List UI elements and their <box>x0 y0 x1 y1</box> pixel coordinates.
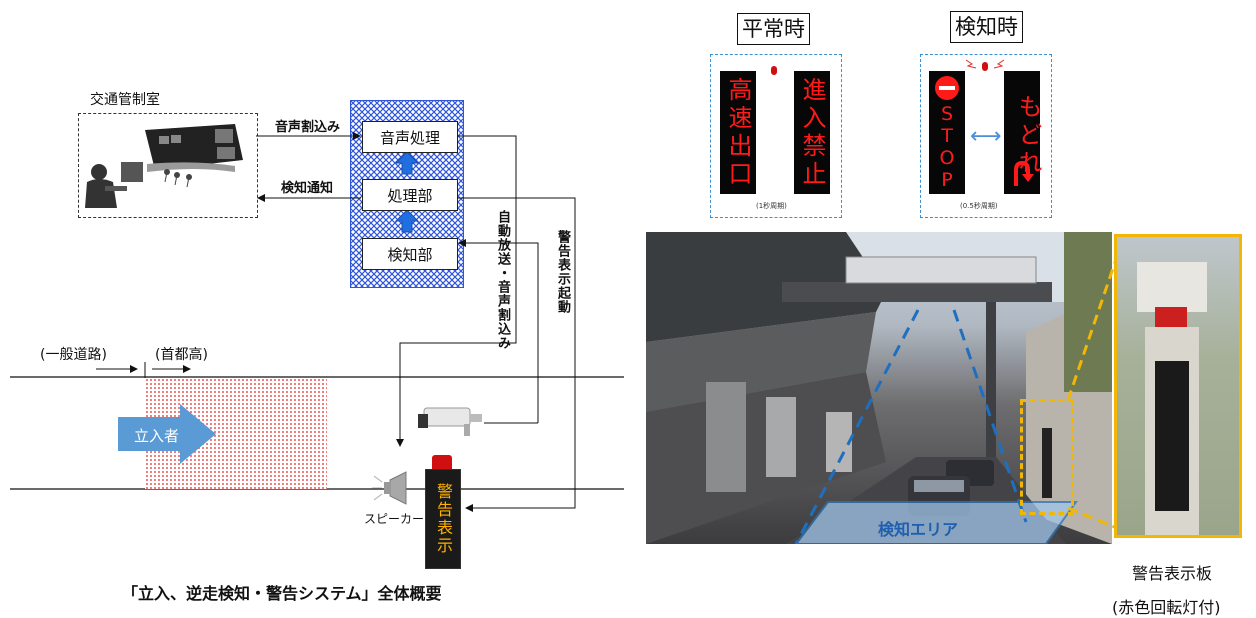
speaker-icon <box>372 471 407 505</box>
control-room-illustration <box>85 124 243 208</box>
camera-icon <box>418 407 482 436</box>
u-turn-icon <box>1014 160 1034 186</box>
detection-box: 検知部 <box>362 238 458 270</box>
intruder-arrow <box>118 404 216 464</box>
intruder-label: 立入者 <box>134 427 180 445</box>
control-room-label: 交通管制室 <box>90 92 160 108</box>
detected-sign-title: 検知時 <box>950 11 1023 43</box>
normal-sign-period: (1秒周期) <box>756 202 787 210</box>
normal-lamp-icon <box>771 66 777 75</box>
diagram-caption: 「立入、逆走検知・警告システム」全体概要 <box>122 584 442 603</box>
detection-zone <box>145 378 327 489</box>
normal-sign-title: 平常時 <box>737 13 810 45</box>
processing-box: 処理部 <box>362 179 458 211</box>
warning-board-closeup <box>1114 234 1242 538</box>
no-entry-icon <box>935 76 959 100</box>
audio-processing-box: 音声処理 <box>362 121 458 153</box>
warning-board-sublabel: (赤色回転灯付) <box>1112 598 1221 617</box>
warning-lamp-icon <box>432 455 452 469</box>
left-right-arrow-icon: ⟷ <box>970 124 1002 149</box>
alert-lamp-icon <box>965 59 1005 71</box>
detected-sign-left-text: STOP <box>939 103 955 191</box>
warning-display-text: 警告表示 <box>434 483 453 555</box>
speaker-label: スピーカー <box>364 512 425 526</box>
connector-lines <box>10 132 624 512</box>
detection-area-label: 検知エリア <box>878 520 959 539</box>
auto-broadcast-label: 自動放送・音声割込み <box>495 210 510 350</box>
warning-board-highlight <box>1020 399 1074 515</box>
warning-board-label: 警告表示板 <box>1132 564 1213 583</box>
normal-sign-left: 高速出口 <box>720 71 756 194</box>
expressway-photo: 検知エリア <box>646 232 1112 544</box>
expressway-label: (首都高) <box>155 347 208 363</box>
detected-sign-period: (0.5秒周期) <box>960 202 998 210</box>
normal-sign-right: 進入禁止 <box>794 71 830 194</box>
general-road-label: (一般道路) <box>40 347 107 363</box>
control-room-box <box>78 113 258 218</box>
detection-notice-label: 検知通知 <box>281 181 334 196</box>
warning-display: 警告表示 <box>425 469 461 569</box>
audio-interrupt-label: 音声割込み <box>275 120 341 135</box>
zoom-guide-lines <box>1066 241 1124 532</box>
warning-start-label: 警告表示起動 <box>555 230 570 314</box>
